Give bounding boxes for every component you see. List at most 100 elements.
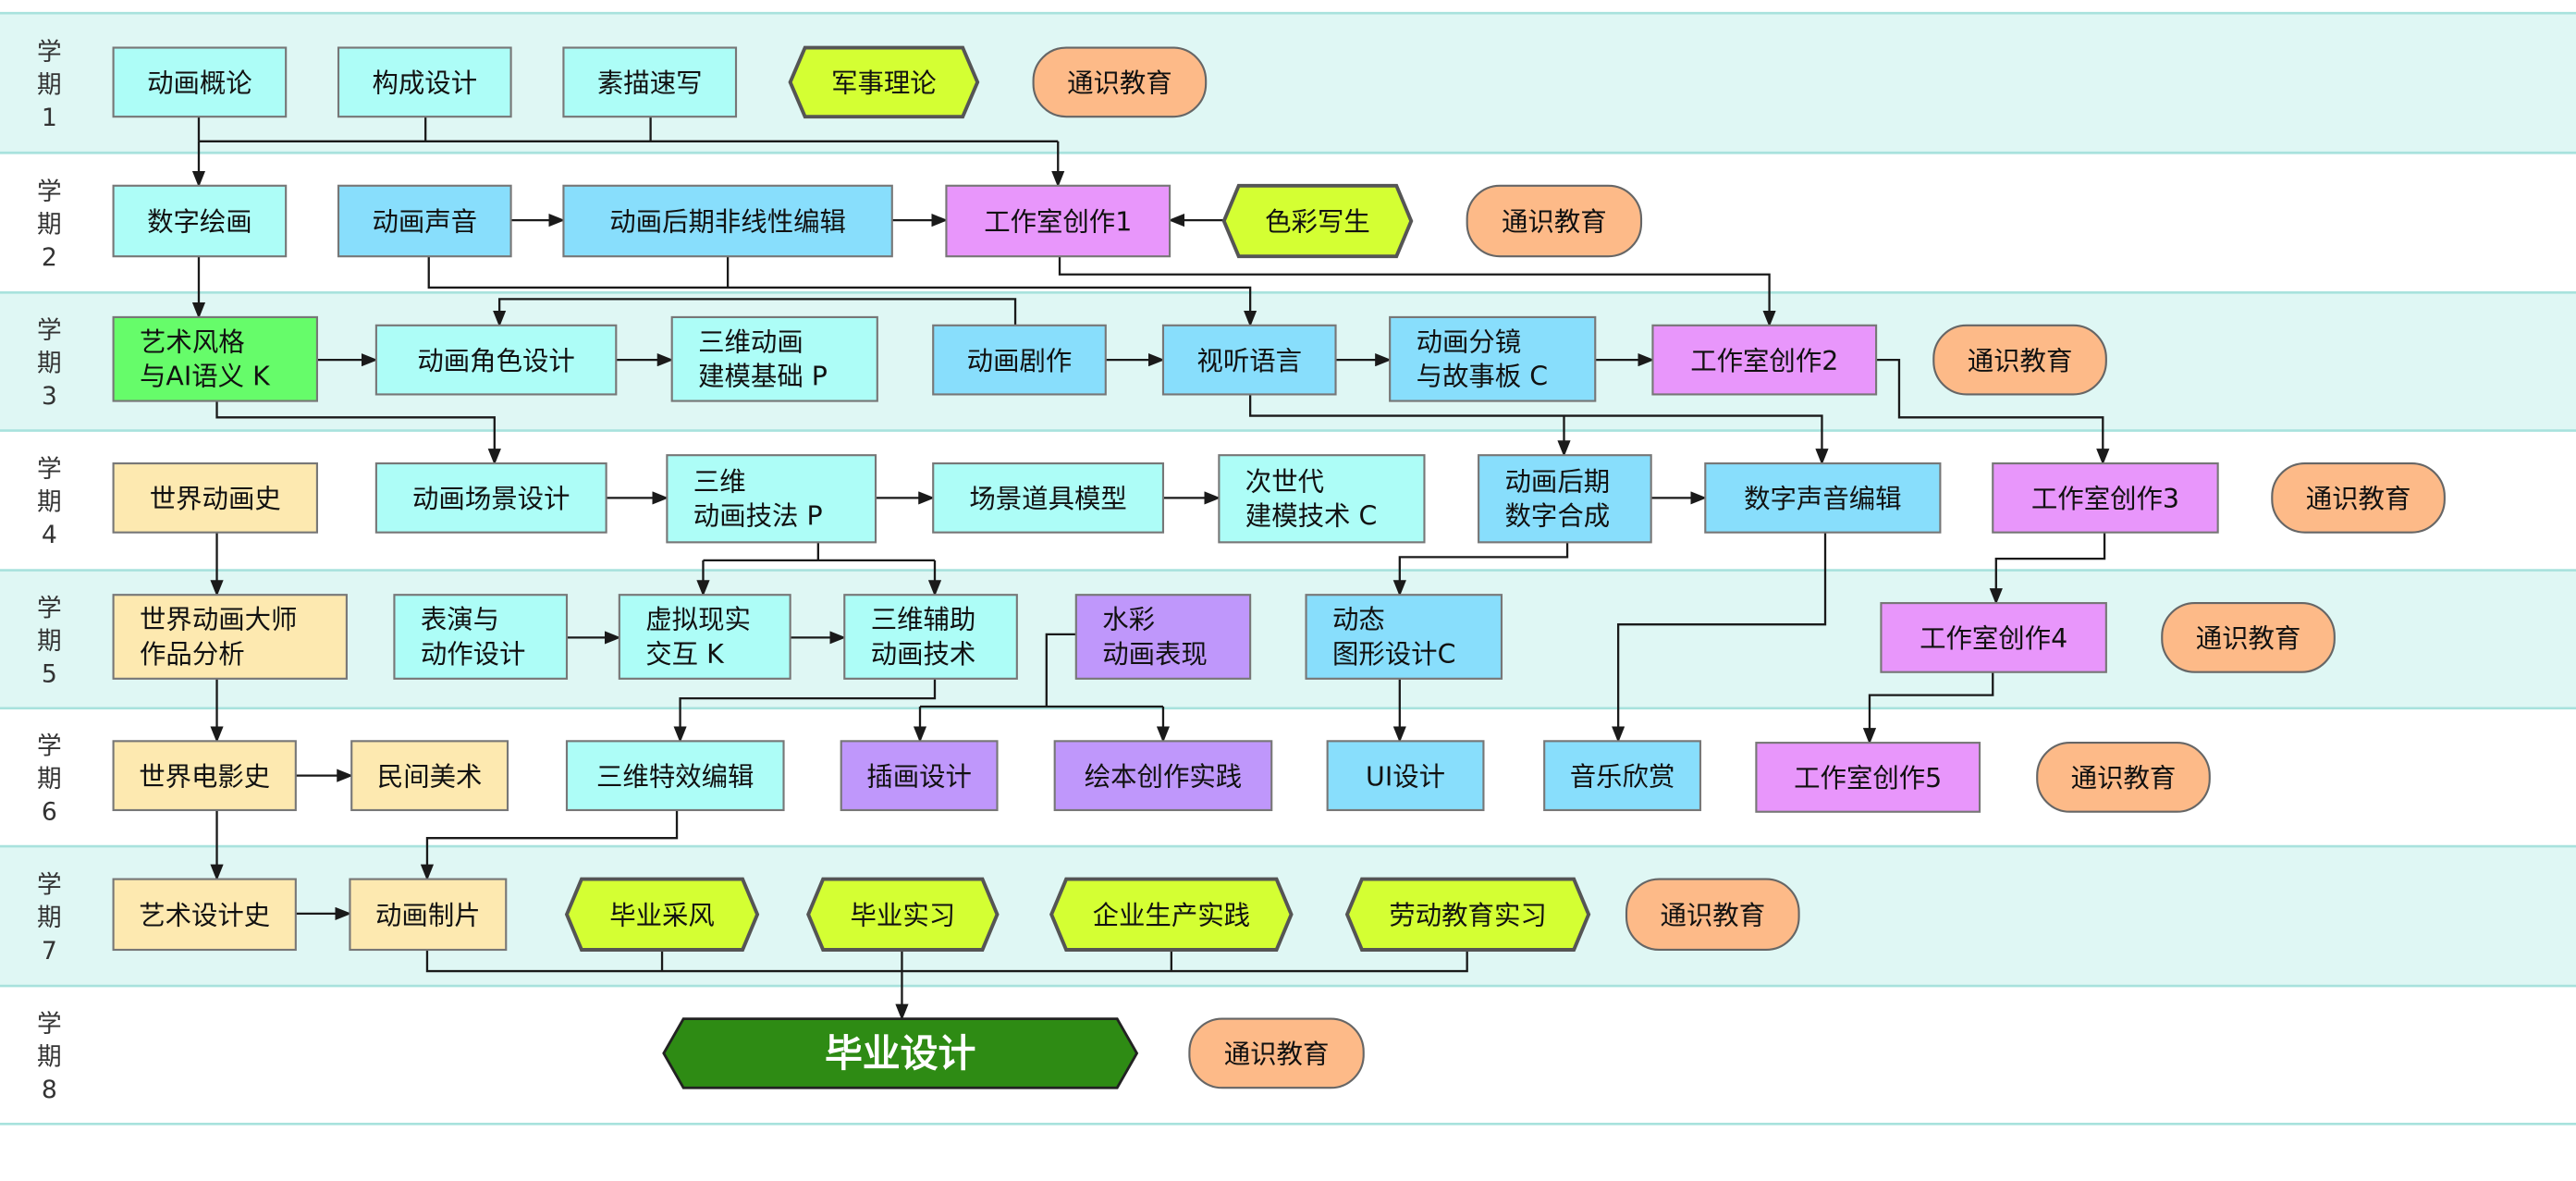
course-label: 世界电影史: [139, 761, 270, 792]
general-education-pill: [1188, 1017, 1365, 1089]
course-label: 构成设计: [372, 68, 477, 99]
course-label: 艺术设计史: [139, 900, 270, 930]
course-node-ts4[interactable]: 通识教育: [2271, 461, 2446, 534]
course-box: [112, 461, 318, 534]
course-node-bysj[interactable]: 毕业设计: [662, 1017, 1139, 1089]
course-node-bycf[interactable]: 毕业采风: [564, 877, 760, 952]
course-node-ts3[interactable]: 通识教育: [1932, 324, 2107, 396]
course-label-line: 三维辅助: [871, 605, 976, 635]
course-node-dhsy[interactable]: 动画声音: [337, 184, 512, 258]
course-node-uisj[interactable]: UI设计: [1326, 740, 1485, 812]
course-node-ldjy[interactable]: 劳动教育实习: [1344, 877, 1591, 952]
term-label-char: 学: [37, 871, 62, 900]
course-box: [932, 461, 1165, 534]
course-node-smsx[interactable]: 素描速写: [562, 46, 738, 118]
course-node-cjdj[interactable]: 场景道具模型: [932, 461, 1165, 534]
course-node-gzs2[interactable]: 工作室创作2: [1651, 324, 1878, 396]
course-label: 通识教育: [1502, 207, 1607, 238]
term-number: 1: [42, 104, 57, 132]
course-box: [562, 46, 738, 118]
course-label: 通识教育: [1067, 68, 1172, 99]
line-connector: [1045, 633, 1076, 707]
course-label: 民间美术: [377, 761, 483, 792]
course-label-line: 动画分镜: [1417, 326, 1522, 357]
course-box: [374, 461, 607, 534]
course-label: 动画后期非线性编辑: [609, 207, 846, 238]
course-node-gzs4[interactable]: 工作室创作4: [1880, 602, 2107, 673]
term-label-char: 学: [37, 455, 62, 484]
course-node-cjsj[interactable]: 动画场景设计: [374, 461, 607, 534]
course-node-gzs5[interactable]: 工作室创作5: [1755, 742, 1981, 813]
arrow-connector: [1058, 256, 1776, 327]
course-label: 毕业采风: [609, 900, 715, 930]
course-node-szhh[interactable]: 数字绘画: [112, 184, 288, 258]
course-node-dhzp[interactable]: 动画制片: [349, 878, 508, 952]
course-node-styy[interactable]: 视听语言: [1161, 324, 1337, 396]
term-label-char: 学: [37, 732, 62, 761]
course-label: 毕业设计: [825, 1031, 975, 1076]
course-node-ts8[interactable]: 通识教育: [1188, 1017, 1365, 1089]
general-education-pill: [2036, 742, 2211, 813]
course-node-gcsj[interactable]: 构成设计: [337, 46, 512, 118]
course-node-mjms[interactable]: 民间美术: [350, 740, 509, 812]
course-node-sjdys[interactable]: 世界电影史: [112, 740, 297, 812]
course-box: [932, 324, 1107, 396]
course-node-gzs3[interactable]: 工作室创作3: [1992, 461, 2219, 534]
course-node-ts2[interactable]: 通识教育: [1466, 184, 1643, 258]
course-box: [112, 878, 297, 952]
course-box: [1880, 602, 2107, 673]
course-label-line: 三维动画: [698, 326, 803, 357]
course-label: 毕业实习: [851, 900, 956, 930]
course-node-ts5[interactable]: 通识教育: [2161, 602, 2336, 673]
arrow-connector: [1612, 532, 1827, 744]
course-node-jsll[interactable]: 军事理论: [788, 45, 980, 119]
course-label: 音乐欣赏: [1570, 761, 1675, 792]
course-node-bysx[interactable]: 毕业实习: [806, 877, 1000, 952]
course-label: 色彩写生: [1265, 207, 1370, 238]
course-box: [1389, 315, 1597, 402]
course-node-hbcz[interactable]: 绘本创作实践: [1053, 740, 1273, 812]
course-label-line: 建模技术 C: [1245, 501, 1378, 532]
course-node-chsj[interactable]: 插画设计: [840, 740, 999, 812]
course-node-yssjs[interactable]: 艺术设计史: [112, 878, 297, 952]
term-number: 7: [42, 937, 57, 966]
practice-hexagon: [662, 1017, 1139, 1089]
course-node-gzs1[interactable]: 工作室创作1: [945, 184, 1171, 258]
course-label: 工作室创作2: [1690, 346, 1838, 376]
course-node-szsy[interactable]: 数字声音编辑: [1704, 461, 1942, 534]
course-node-ts1[interactable]: 通识教育: [1032, 46, 1208, 118]
course-node-jsjs[interactable]: 动画角色设计: [374, 324, 618, 396]
course-node-dhhq[interactable]: 动画后期非线性编辑: [562, 184, 893, 258]
course-node-yyxs[interactable]: 音乐欣赏: [1543, 740, 1702, 812]
course-box: [1704, 461, 1942, 534]
connectors: [191, 117, 2110, 1021]
course-label-line: 动画后期: [1505, 466, 1611, 497]
course-box: [1305, 594, 1503, 680]
course-node-dhgl[interactable]: 动画概论: [112, 46, 288, 118]
course-node-scxs[interactable]: 色彩写生: [1221, 183, 1414, 259]
course-node-sjdhs[interactable]: 世界动画史: [112, 461, 318, 534]
course-box: [840, 740, 999, 812]
course-node-qysc[interactable]: 企业生产实践: [1049, 877, 1294, 952]
course-node-ts7[interactable]: 通识教育: [1625, 878, 1800, 952]
course-label-line: 世界动画大师: [140, 605, 297, 635]
course-node-swtx[interactable]: 三维特效编辑: [565, 740, 785, 812]
practice-hexagon: [1221, 183, 1414, 259]
course-label-line: 动作设计: [421, 639, 526, 670]
course-node-ts6[interactable]: 通识教育: [2036, 742, 2211, 813]
course-label: 动画制片: [375, 900, 481, 930]
course-node-dhjz[interactable]: 动画剧作: [932, 324, 1107, 396]
course-label: 通识教育: [1968, 346, 2073, 376]
